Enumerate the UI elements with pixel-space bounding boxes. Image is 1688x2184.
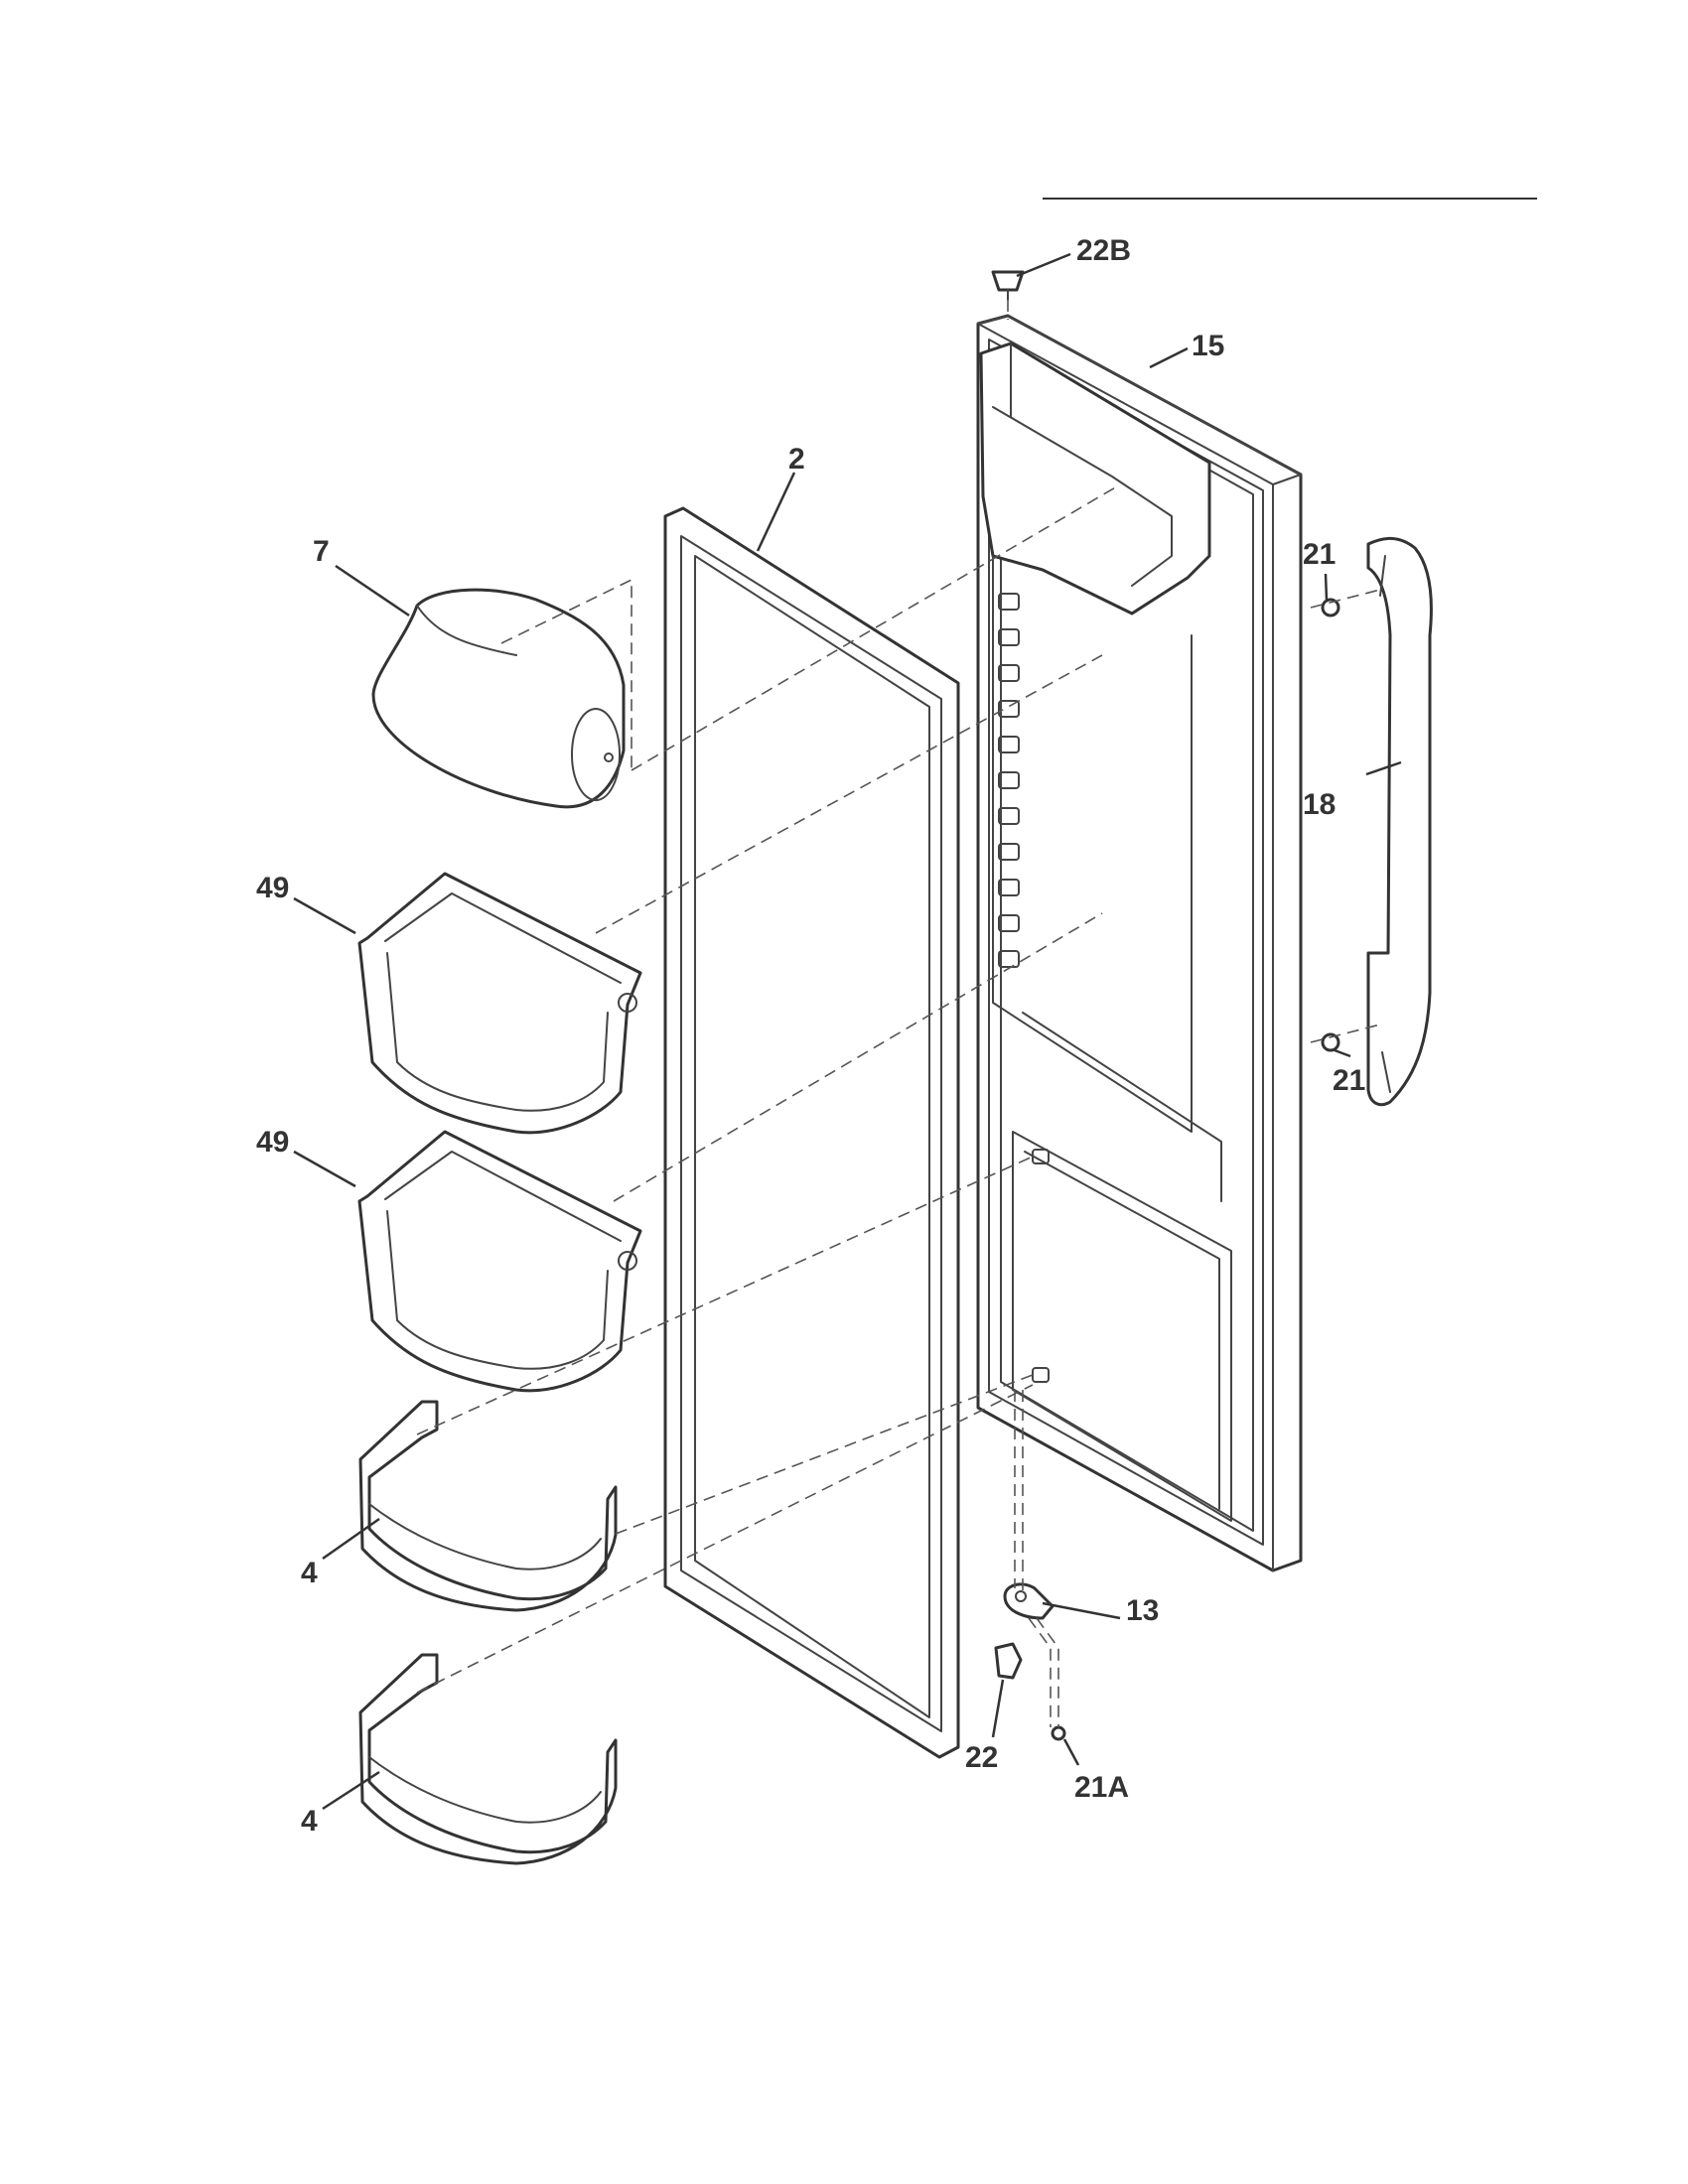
door-gasket bbox=[663, 506, 960, 1759]
door-bin-upper bbox=[357, 872, 642, 1135]
callout-7: 7 bbox=[313, 535, 330, 568]
door-panel bbox=[976, 314, 1303, 1572]
callouts: 22B 15 2 7 21 18 21 49 49 4 4 13 22 21A bbox=[256, 234, 1365, 1838]
small-bin-lower bbox=[358, 1653, 618, 1865]
screw-21a bbox=[1051, 1725, 1066, 1741]
door-bin-lower bbox=[357, 1130, 642, 1393]
screw-21-top bbox=[1321, 598, 1340, 617]
callout-49-upper: 49 bbox=[256, 872, 289, 904]
callout-21-bottom: 21 bbox=[1333, 1064, 1365, 1097]
plug-22b bbox=[991, 270, 1025, 301]
callout-22b: 22B bbox=[1076, 234, 1131, 267]
small-bin-upper bbox=[358, 1400, 618, 1612]
callout-21-top: 21 bbox=[1303, 538, 1336, 571]
callout-15: 15 bbox=[1192, 330, 1224, 362]
callout-4-upper: 4 bbox=[301, 1557, 318, 1589]
callout-2: 2 bbox=[788, 443, 805, 476]
screw-21-bottom bbox=[1321, 1032, 1340, 1052]
door-shelf-studs bbox=[998, 593, 1050, 1383]
assembly-lines bbox=[416, 300, 1381, 1727]
dairy-bin bbox=[371, 588, 626, 809]
hinge-pin-22 bbox=[994, 1642, 1023, 1680]
leader-lines bbox=[293, 252, 1402, 1811]
hinge-13 bbox=[1003, 1582, 1055, 1620]
callout-13: 13 bbox=[1126, 1594, 1159, 1627]
callout-22: 22 bbox=[965, 1741, 998, 1774]
door-handle bbox=[1366, 537, 1433, 1107]
callout-49-lower: 49 bbox=[256, 1126, 289, 1159]
callout-4-lower: 4 bbox=[301, 1805, 318, 1838]
callout-21a: 21A bbox=[1074, 1771, 1129, 1804]
callout-18: 18 bbox=[1303, 788, 1336, 821]
